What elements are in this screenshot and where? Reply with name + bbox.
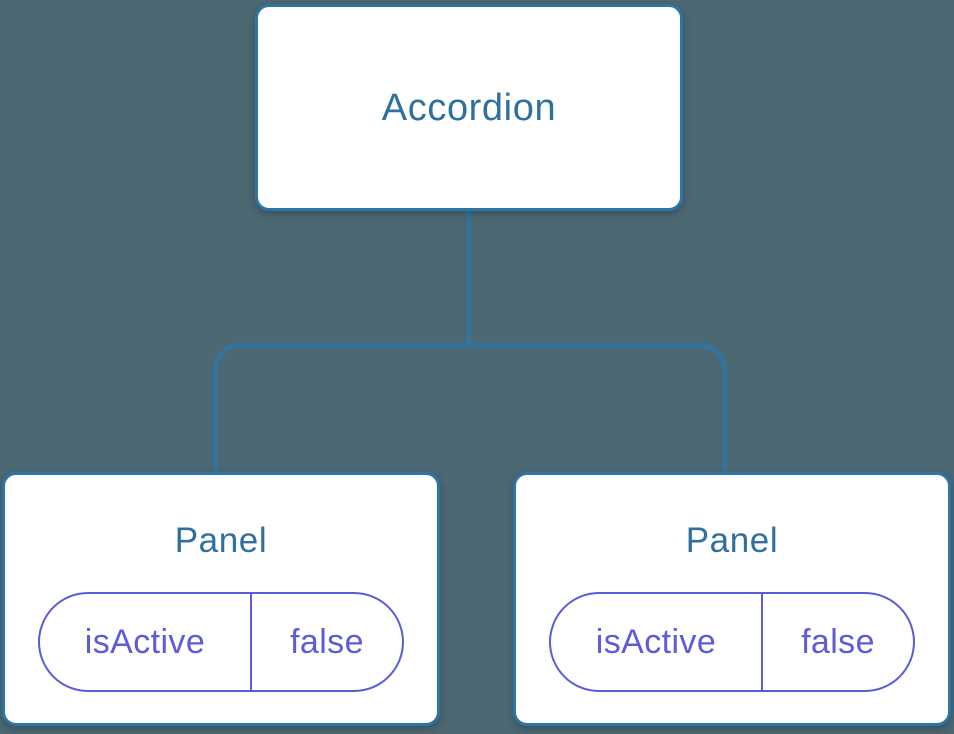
prop-name: isActive <box>595 622 717 661</box>
prop-value: false <box>249 594 402 690</box>
node-label: Accordion <box>381 86 557 129</box>
component-node-accordion: Accordion <box>255 4 683 211</box>
node-label: Panel <box>685 521 779 560</box>
tree-branch-line <box>213 343 727 474</box>
prop-pill: isActive false <box>549 592 915 692</box>
prop-pill: isActive false <box>38 592 404 692</box>
prop-value: false <box>760 594 913 690</box>
prop-name: isActive <box>84 622 206 661</box>
component-node-panel-1: Panel isActive false <box>2 472 440 726</box>
node-label: Panel <box>174 521 268 560</box>
component-node-panel-2: Panel isActive false <box>513 472 951 726</box>
